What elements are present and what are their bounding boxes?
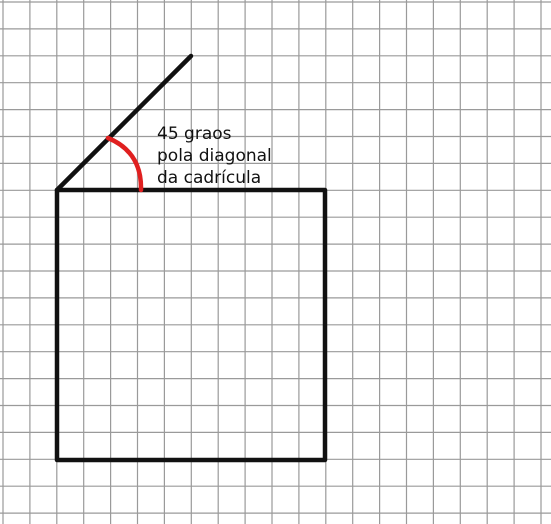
square-shape (54, 187, 328, 463)
angle-annotation: 45 graos pola diagonal da cadrícula (157, 124, 272, 188)
annotation-line-2: pola diagonal (157, 146, 272, 166)
angle-arc (105, 135, 144, 193)
shape-group (54, 53, 328, 463)
annotation-line-1: 45 graos (157, 124, 232, 144)
diagonal-line (54, 53, 194, 193)
annotation-line-3: da cadrícula (157, 168, 261, 188)
